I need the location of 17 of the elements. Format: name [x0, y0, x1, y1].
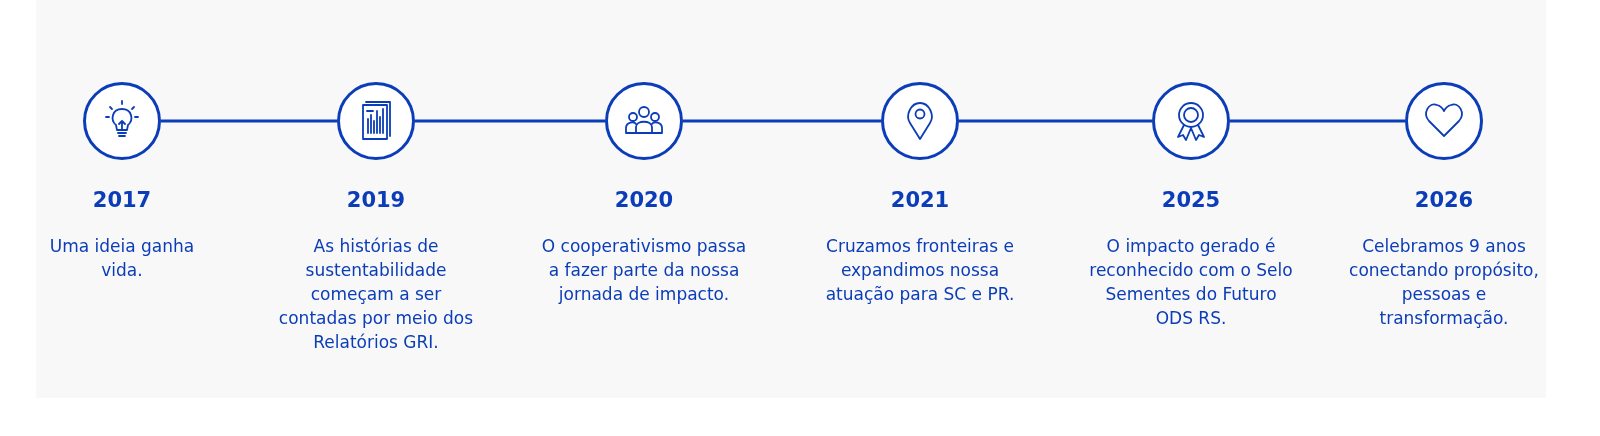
connector-line — [959, 119, 1152, 123]
year-label: 2026 — [1414, 188, 1474, 212]
milestone-description: As histórias de sustentabilidade começam a ser contadas por meio dos Relatórios GRI. — [277, 235, 475, 354]
year-label: 2021 — [890, 188, 950, 212]
milestone-description: Cruzamos fronteiras e expandimos nossa atuação para SC e PR. — [824, 235, 1016, 306]
connector-line — [683, 119, 881, 123]
milestone-description: O impacto gerado é reconhecido com o Selo Sementes do Futuro ODS RS. — [1088, 235, 1294, 330]
year-label: 2020 — [614, 188, 674, 212]
connector-line — [415, 119, 605, 123]
year-label: 2019 — [346, 188, 406, 212]
year-label: 2017 — [92, 188, 152, 212]
milestone-description: Celebramos 9 anos conectando propósito, pessoas e transformação. — [1348, 235, 1540, 330]
connector-line — [161, 119, 337, 123]
connector-line — [1230, 119, 1405, 123]
milestone-description: Uma ideia ganha vida. — [48, 235, 196, 282]
milestone-description: O cooperativismo passa a fazer parte da nossa jornada de impacto. — [540, 235, 748, 306]
year-label: 2025 — [1161, 188, 1221, 212]
